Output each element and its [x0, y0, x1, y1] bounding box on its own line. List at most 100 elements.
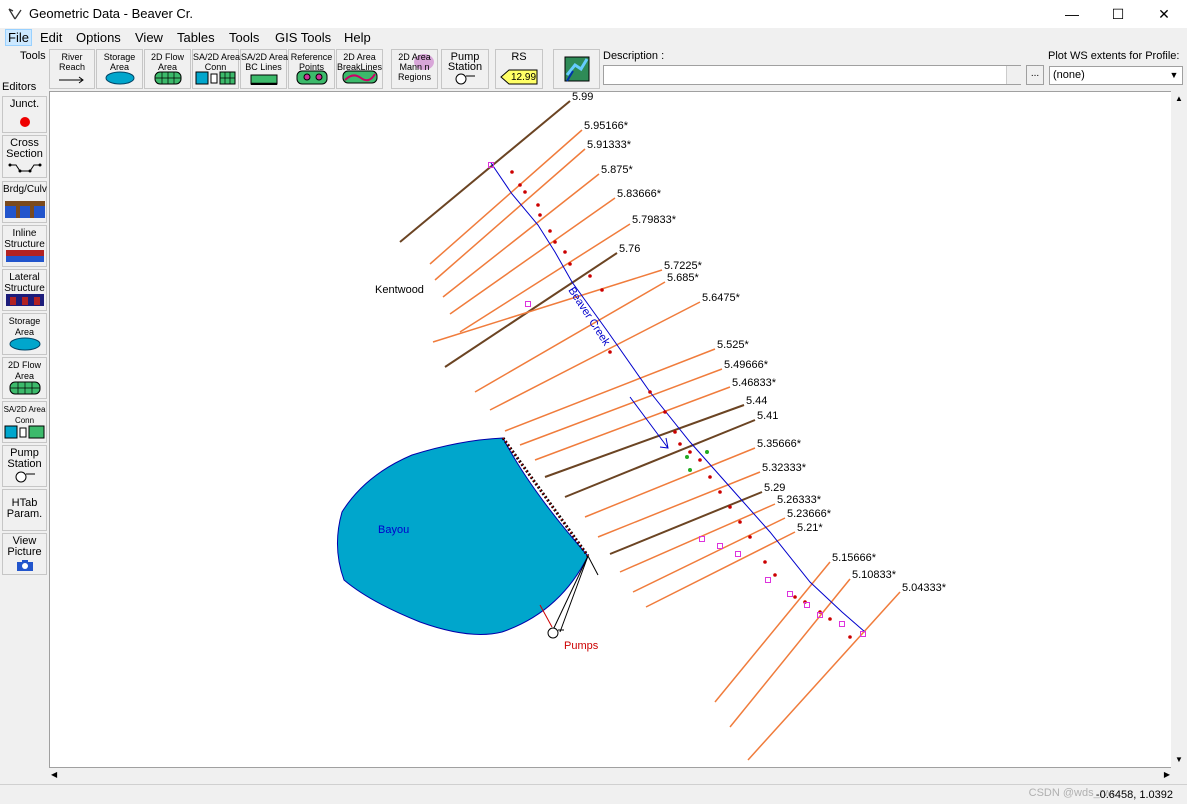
cross-section-label: 5.10833*: [852, 569, 897, 581]
scroll-up-icon[interactable]: ▲: [1175, 94, 1183, 103]
lateral-structure-marker: [525, 301, 531, 307]
watermark: CSDN @wds_rwr: [1028, 787, 1115, 799]
bank-station-marker: [563, 250, 567, 254]
scroll-left-icon[interactable]: ◀: [51, 770, 58, 779]
mann-n-regions-button[interactable]: 2D Area Mann n Regions: [391, 49, 438, 89]
cross-section-editor-button[interactable]: Cross Section: [2, 135, 47, 178]
cross-section-line[interactable]: [474, 281, 666, 393]
minimize-button[interactable]: —: [1065, 6, 1079, 22]
cross-section-line[interactable]: [747, 591, 901, 761]
junction-editor-button[interactable]: Junct.: [2, 96, 47, 133]
vertical-scrollbar[interactable]: ▲ ▼: [1171, 91, 1187, 768]
cross-section-line[interactable]: [714, 561, 831, 703]
mann-n-regions-icon: [413, 54, 434, 70]
scroll-down-icon[interactable]: ▼: [1175, 755, 1183, 764]
menu-edit[interactable]: Edit: [40, 30, 63, 45]
menu-view[interactable]: View: [135, 30, 163, 45]
pump-station-editor-button[interactable]: Pump Station: [2, 445, 47, 487]
cross-section-line[interactable]: [449, 197, 616, 315]
cross-section-label: 5.76: [619, 243, 640, 255]
menu-options[interactable]: Options: [76, 30, 121, 45]
breaklines-label: 2D Area BreakLines: [337, 52, 383, 72]
bridge-culvert-editor-button[interactable]: Brdg/Culv: [2, 181, 47, 223]
sa-2d-conn-label: SA/2D Area Conn: [193, 52, 241, 72]
bank-station-marker: [718, 490, 722, 494]
river-reach-icon: [59, 76, 84, 84]
cross-section-line[interactable]: [619, 503, 776, 573]
2d-flow-area-button[interactable]: 2D Flow Area: [144, 49, 191, 89]
cross-section-line[interactable]: [504, 348, 716, 432]
menu-tables[interactable]: Tables: [177, 30, 215, 45]
cross-section-line[interactable]: [434, 148, 586, 281]
structure-marker: [705, 450, 709, 454]
cross-section-line[interactable]: [544, 404, 745, 478]
bridge-culvert-label: Brdg/Culv: [3, 184, 47, 195]
lateral-structure-editor-button[interactable]: Lateral Structure: [2, 269, 47, 311]
cross-section-label: 5.15666*: [832, 552, 877, 564]
sa-2d-conn-button[interactable]: SA/2D Area Conn: [192, 49, 241, 89]
pump-connection: [559, 555, 599, 633]
pump-icon[interactable]: [547, 627, 559, 639]
cross-section-line[interactable]: [489, 301, 701, 411]
river-reach-button[interactable]: River Reach: [49, 49, 95, 89]
cross-section-line[interactable]: [459, 223, 631, 333]
cross-section-line[interactable]: [564, 419, 756, 498]
cross-section-label: 5.95166*: [584, 120, 629, 132]
inline-structure-editor-button[interactable]: Inline Structure: [2, 225, 47, 267]
plot-ws-select[interactable]: (none) ▼: [1049, 66, 1183, 85]
2d-flow-area-editor-label: 2D Flow Area: [7, 360, 41, 381]
cross-section-label: Cross Section: [6, 137, 43, 160]
description-spinner[interactable]: [1006, 66, 1021, 84]
horizontal-scrollbar[interactable]: ◀ ▶: [49, 768, 1172, 782]
description-input[interactable]: [603, 65, 1021, 85]
description-more-button[interactable]: ...: [1026, 65, 1044, 85]
menu-gis-tools[interactable]: GIS Tools: [275, 30, 332, 45]
close-button[interactable]: ✕: [1158, 5, 1170, 22]
htab-param-button[interactable]: HTab Param.: [2, 489, 47, 531]
cross-section-line[interactable]: [432, 269, 663, 343]
menu-tools[interactable]: Tools: [229, 30, 260, 45]
cross-section-line[interactable]: [584, 447, 756, 518]
pump-station-button[interactable]: Pump Station: [441, 49, 489, 89]
cross-section-line[interactable]: [442, 173, 600, 298]
storage-area-editor-button[interactable]: Storage Area: [2, 313, 47, 355]
cross-section-label: 5.46833*: [732, 377, 777, 389]
cross-section-line[interactable]: [645, 531, 796, 608]
storage-area-bayou[interactable]: [336, 437, 589, 635]
maximize-button[interactable]: ☐: [1111, 5, 1125, 22]
cross-section-label: 5.23666*: [787, 508, 832, 520]
cross-section-line[interactable]: [597, 471, 761, 538]
cross-section-label: 5.32333*: [762, 462, 807, 474]
cross-section-line[interactable]: [519, 368, 723, 446]
scroll-right-icon[interactable]: ▶: [1163, 770, 1170, 779]
map-button[interactable]: [553, 49, 600, 89]
cross-section-label: 5.875*: [601, 164, 634, 176]
cross-section-line[interactable]: [444, 252, 618, 368]
cross-section-line[interactable]: [632, 517, 786, 593]
view-picture-button[interactable]: View Picture: [2, 533, 47, 575]
geometry-map[interactable]: Beaver Creek Bayou Pumps Kentwood 5.995.…: [50, 92, 1171, 767]
bc-lines-button[interactable]: SA/2D Area BC Lines: [240, 49, 288, 89]
cross-section-line[interactable]: [729, 578, 851, 728]
cross-section-line[interactable]: [534, 386, 731, 461]
cross-section-label: 5.21*: [797, 522, 823, 534]
2d-flow-area-editor-button[interactable]: 2D Flow Area: [2, 357, 47, 399]
description-label: Description :: [603, 50, 665, 62]
cross-section-line[interactable]: [399, 100, 571, 243]
reference-points-button[interactable]: Reference Points: [288, 49, 335, 89]
cross-section-line[interactable]: [429, 129, 583, 265]
hec-ras-app-icon: [8, 8, 22, 20]
breaklines-button[interactable]: 2D Area BreakLines: [336, 49, 383, 89]
bank-station-marker: [600, 288, 604, 292]
cross-section-line[interactable]: [609, 491, 763, 555]
lateral-structure-marker: [787, 591, 793, 597]
menu-help[interactable]: Help: [344, 30, 371, 45]
menu-file[interactable]: File: [5, 29, 32, 46]
storage-area-button[interactable]: Storage Area: [96, 49, 143, 89]
sa-2d-conn-editor-button[interactable]: SA/2D Area Conn: [2, 401, 47, 443]
rs-button[interactable]: RS 12.99: [495, 49, 543, 89]
lateral-structure-label: Lateral Structure: [4, 272, 45, 294]
bank-station-marker: [553, 240, 557, 244]
menu-bar: File Edit Options View Tables Tools GIS …: [0, 28, 1187, 48]
